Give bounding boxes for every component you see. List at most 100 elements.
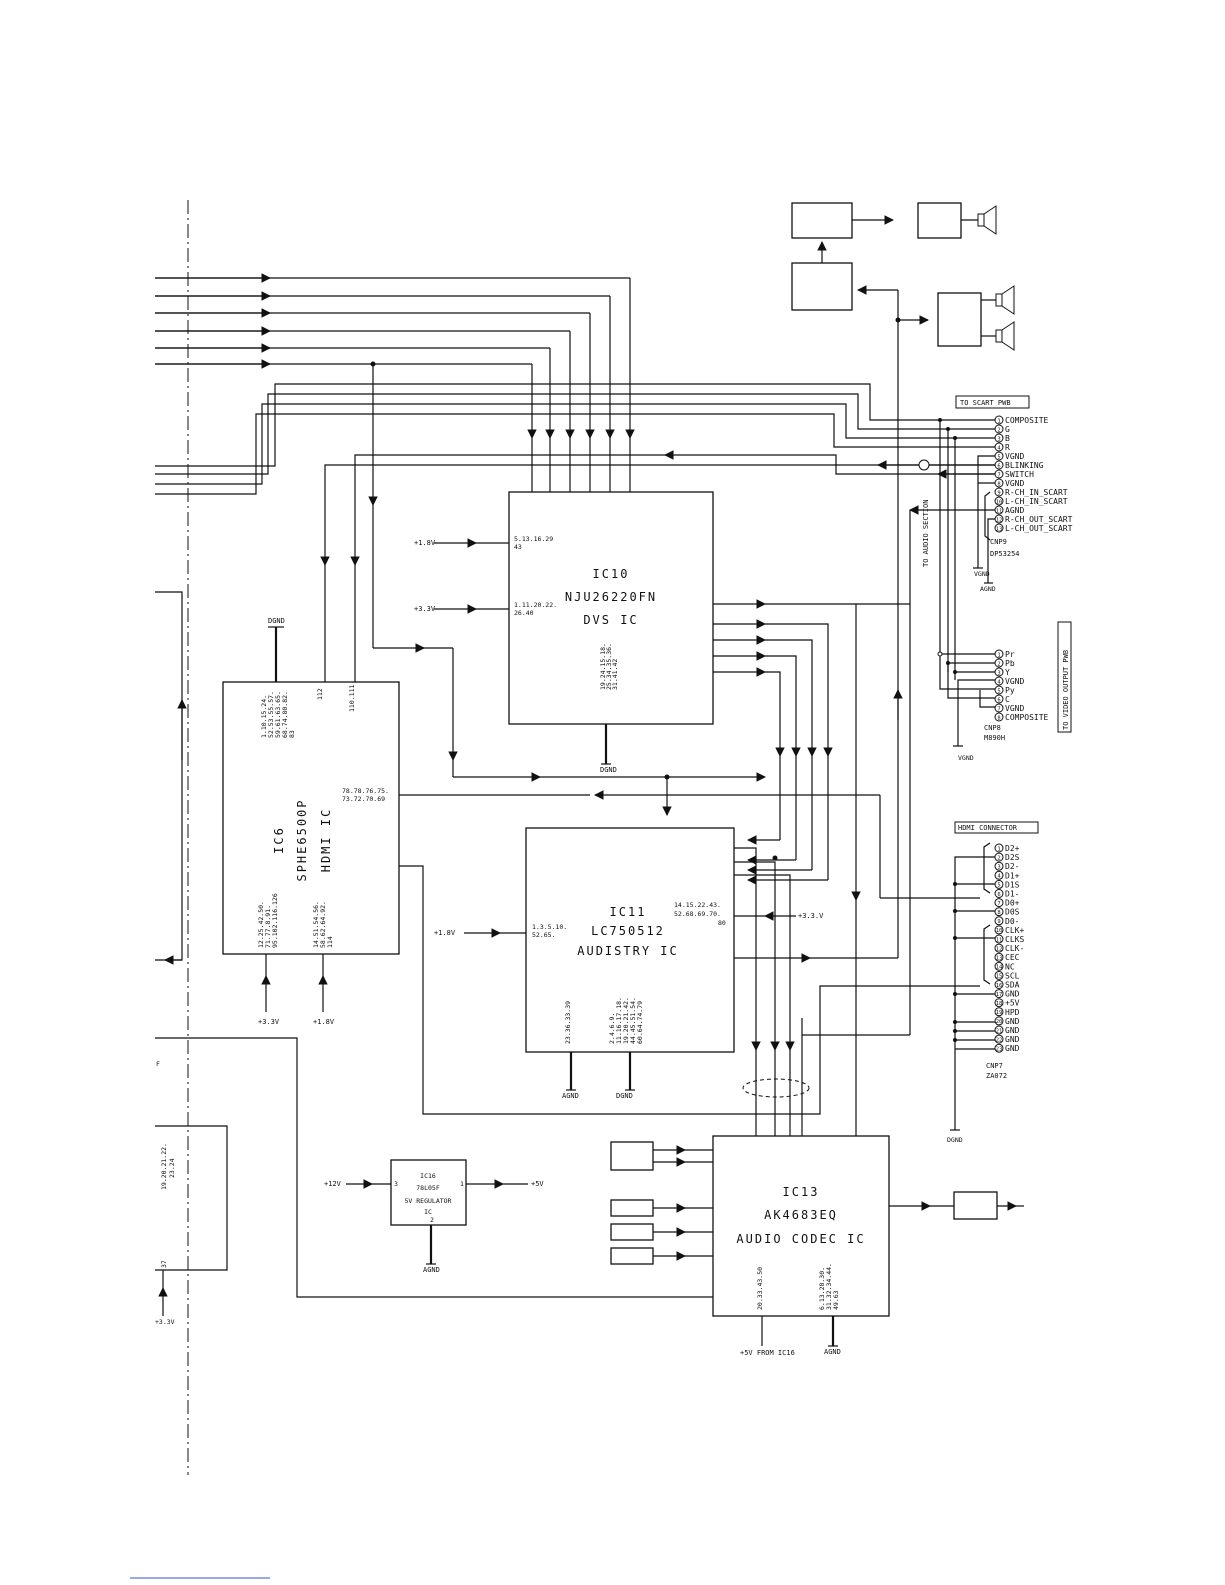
svg-text:+1.8V: +1.8V [434, 929, 456, 937]
pin-label: D2- [1005, 862, 1019, 871]
svg-text:LC750512: LC750512 [591, 924, 665, 938]
pin-label: SCL [1005, 971, 1020, 980]
pin-number: 3 [997, 670, 1000, 676]
pin-number: 22 [996, 1037, 1003, 1043]
pin-label: BLINKING [1005, 461, 1044, 470]
pin-number: 16 [996, 983, 1003, 989]
svg-text:52.68.69.70.: 52.68.69.70. [674, 910, 721, 918]
pin-label: AGND [1005, 506, 1024, 515]
ic16-block: IC16 78L05F 5V REGULATOR IC 3 1 2 +12V +… [324, 1159, 544, 1274]
svg-text:HDMI IC: HDMI IC [319, 808, 333, 873]
pin-number: 6 [997, 463, 1000, 469]
svg-text:19.24.15.18.: 19.24.15.18. [599, 643, 607, 690]
pin-label: CLK+ [1005, 926, 1024, 935]
pin-marker [994, 496, 1004, 506]
audio-section-label: TO AUDIO SECTION [922, 500, 930, 567]
svg-text:CNP8: CNP8 [984, 724, 1001, 732]
pin-number: 8 [997, 910, 1000, 916]
pin-label: L-CH_IN_SCART [1005, 497, 1068, 506]
pin-marker [994, 970, 1004, 980]
svg-text:19.20.21.22.: 19.20.21.22. [160, 1143, 168, 1190]
pin-marker [994, 676, 1004, 686]
pin-label: D2S [1005, 853, 1020, 862]
pin-marker [994, 703, 1004, 713]
pin-number: 7 [997, 706, 1000, 712]
pin-label: Pb [1005, 659, 1015, 668]
svg-text:F: F [156, 1060, 160, 1068]
pin-label: GND [1005, 990, 1020, 999]
pin-number: 7 [997, 472, 1000, 478]
svg-text:49.63: 49.63 [832, 1290, 840, 1310]
pin-label: GND [1005, 1017, 1020, 1026]
pin-marker [994, 916, 1004, 926]
svg-text:23.24: 23.24 [168, 1158, 176, 1178]
svg-text:71.77.8.91.: 71.77.8.91. [264, 905, 272, 948]
svg-text:AK4683EQ: AK4683EQ [764, 1208, 838, 1222]
pin-number: 4 [997, 874, 1001, 880]
pin-number: 9 [997, 919, 1000, 925]
svg-text:DGND: DGND [268, 617, 285, 625]
pin-label: SWITCH [1005, 470, 1034, 479]
svg-text:CNP7: CNP7 [986, 1062, 1003, 1070]
svg-text:1.3.5.10.: 1.3.5.10. [532, 923, 567, 931]
svg-text:5.13.16.29: 5.13.16.29 [514, 535, 553, 543]
pin-marker [994, 694, 1004, 704]
pin-number: 10 [996, 499, 1003, 505]
speaker-icon [995, 285, 1015, 315]
svg-text:19.20.21.42.: 19.20.21.42. [622, 997, 630, 1044]
pin-label: VGND [1005, 704, 1024, 713]
pin-number: 3 [997, 865, 1000, 871]
pin-marker [994, 712, 1004, 722]
svg-text:+1.8V: +1.8V [313, 1018, 335, 1026]
svg-text:2.4.6.9.: 2.4.6.9. [608, 1013, 616, 1044]
pin-number: 5 [997, 688, 1000, 694]
svg-text:DVS IC: DVS IC [583, 613, 638, 627]
svg-text:+3.3V: +3.3V [414, 605, 436, 613]
svg-text:+3.3V: +3.3V [258, 1018, 280, 1026]
svg-text:58.62.64.92.: 58.62.64.92. [319, 901, 327, 948]
svg-text:23.36.33.39: 23.36.33.39 [564, 1001, 572, 1044]
svg-text:20.33.43.50: 20.33.43.50 [756, 1267, 764, 1310]
pin-marker [994, 934, 1004, 944]
pin-number: 9 [997, 490, 1000, 496]
svg-text:SPHE6500P: SPHE6500P [295, 798, 309, 881]
pin-number: 11 [996, 508, 1003, 514]
svg-text:26.40: 26.40 [514, 609, 534, 617]
svg-text:59.61.63.65.: 59.61.63.65. [274, 691, 282, 738]
pin-number: 23 [996, 1047, 1003, 1053]
svg-text:TO AUDIO SECTION: TO AUDIO SECTION [922, 500, 930, 567]
svg-text:DP53254: DP53254 [990, 550, 1020, 558]
pin-marker [994, 1034, 1004, 1044]
svg-text:+5V FROM IC16: +5V FROM IC16 [740, 1349, 795, 1357]
amplifier-blocks [791, 202, 996, 720]
svg-text:52.53.55.57.: 52.53.55.57. [267, 691, 275, 738]
svg-text:3: 3 [394, 1180, 398, 1188]
svg-text:37: 37 [160, 1260, 168, 1268]
pin-label: R [1005, 443, 1010, 452]
svg-text:AGND: AGND [824, 1348, 841, 1356]
svg-text:60.64.74.79: 60.64.74.79 [636, 1001, 644, 1044]
pin-number: 4 [997, 445, 1001, 451]
pin-number: 3 [997, 436, 1000, 442]
svg-text:73.72.70.69: 73.72.70.69 [342, 795, 385, 803]
pin-label: SDA [1005, 981, 1020, 990]
pin-marker [994, 415, 1004, 425]
pin-label: D1+ [1005, 871, 1020, 880]
svg-text:1.10.15.24.: 1.10.15.24. [260, 695, 268, 738]
speaker-icon [977, 205, 997, 235]
svg-text:112: 112 [316, 688, 324, 700]
pin-label: VGND [1005, 677, 1024, 686]
pin-label: Py [1005, 686, 1015, 695]
pin-marker [994, 433, 1004, 443]
pin-marker [994, 469, 1004, 479]
pin-label: D0+ [1005, 899, 1020, 908]
svg-text:5V REGULATOR: 5V REGULATOR [405, 1197, 452, 1205]
svg-text:110.111: 110.111 [348, 685, 356, 712]
pin-number: 6 [997, 892, 1000, 898]
pin-marker [994, 907, 1004, 917]
ic6-routing [155, 591, 980, 1298]
speaker-icon [995, 321, 1015, 351]
svg-text:78L05F: 78L05F [416, 1184, 440, 1192]
